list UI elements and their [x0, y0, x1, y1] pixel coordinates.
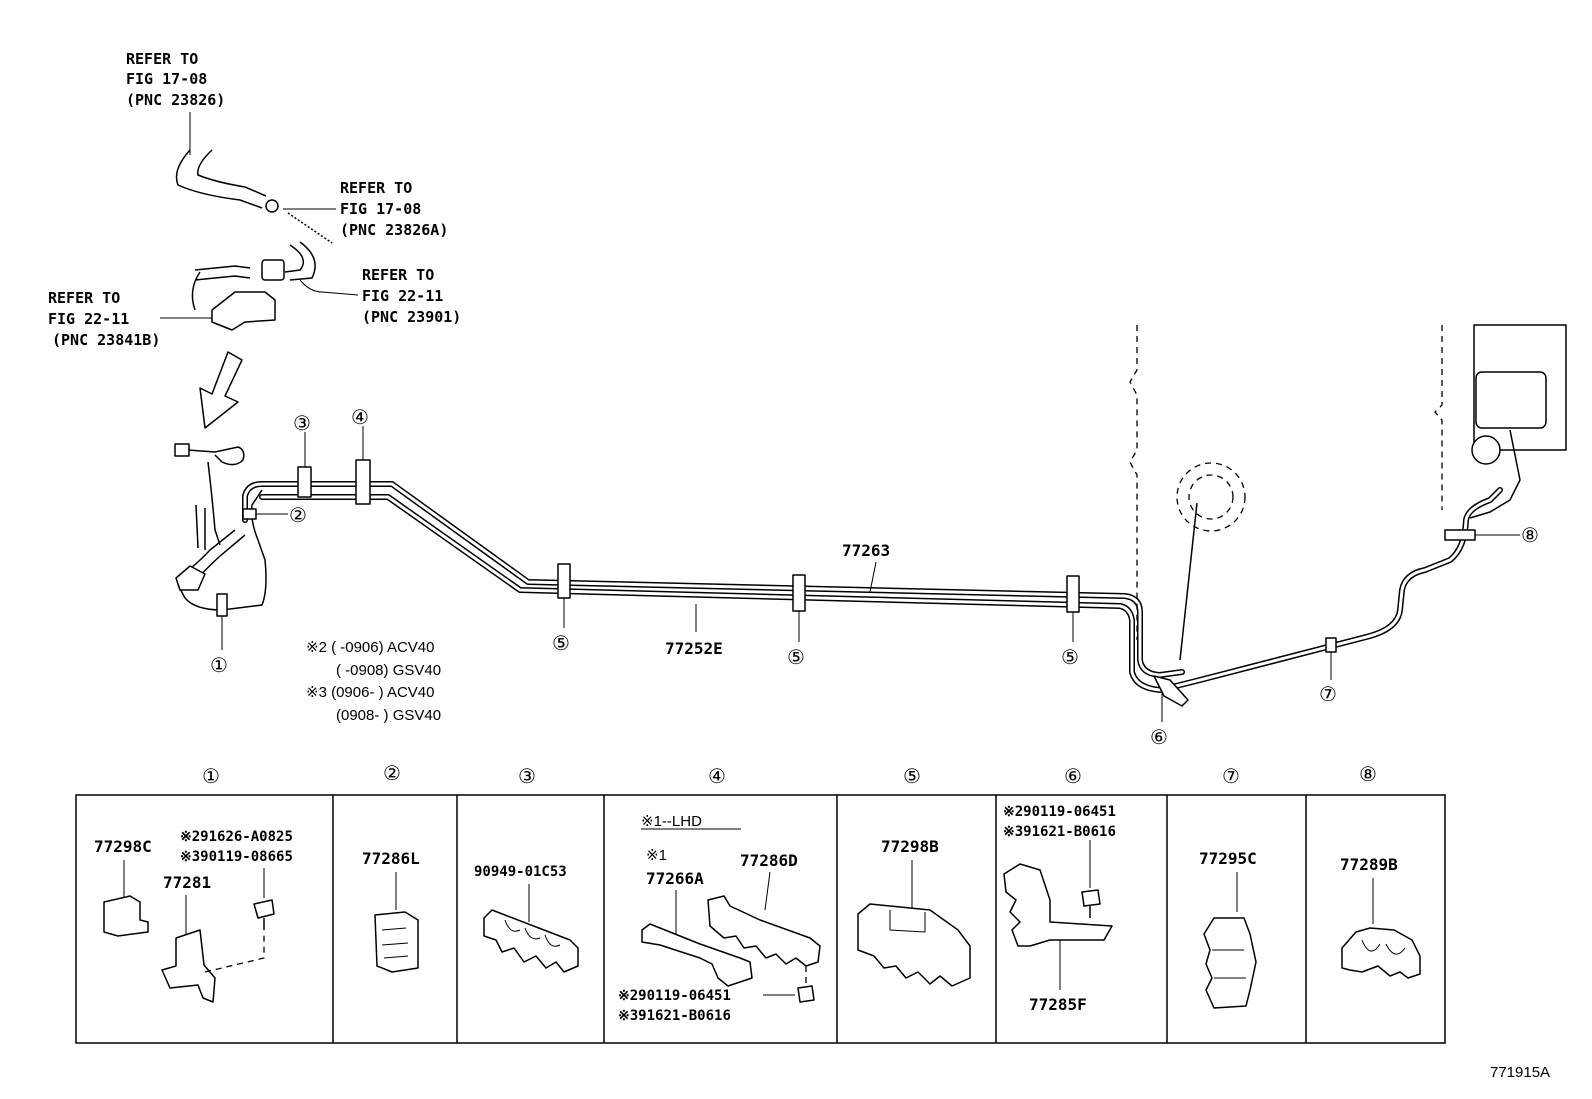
- callout-5-b: ⑤: [787, 611, 805, 669]
- fuel-pipe-77263: [242, 481, 1185, 678]
- svg-text:②: ②: [383, 761, 401, 785]
- svg-text:⑧: ⑧: [1521, 523, 1539, 547]
- table-cell-7: 77295C: [1199, 849, 1257, 1009]
- svg-text:REFER TO: REFER TO: [48, 289, 120, 307]
- label-77263: 77263: [842, 541, 890, 593]
- upper-hose-assembly: [160, 112, 359, 331]
- svg-text:⑦: ⑦: [1319, 682, 1337, 706]
- callout-8: ⑧: [1475, 523, 1539, 547]
- reference-note-pnc-23826a: REFER TO FIG 17-08 (PNC 23826A): [340, 179, 448, 239]
- svg-text:※290119-06451: ※290119-06451: [618, 988, 731, 1004]
- svg-text:⑤: ⑤: [1061, 645, 1079, 669]
- callout-5-c: ⑤: [1061, 612, 1079, 669]
- table-cell-1: 77298C 77281 ※291626-A0825 ※390119-08665: [94, 829, 293, 1003]
- svg-text:REFER TO: REFER TO: [126, 50, 198, 68]
- svg-text:④: ④: [708, 764, 726, 788]
- svg-text:REFER TO: REFER TO: [362, 266, 434, 284]
- callout-6: ⑥: [1150, 692, 1168, 749]
- table-cell-8: 77289B: [1340, 855, 1421, 979]
- table-cell-3: 90949-01C53: [474, 864, 579, 973]
- svg-text:※1--LHD: ※1--LHD: [641, 813, 702, 830]
- table-cell-4: ※1--LHD ※1 77266A 77286D ※290119-06451 ※…: [618, 813, 821, 1024]
- svg-text:77295C: 77295C: [1199, 849, 1257, 868]
- reference-note-pnc-23901: REFER TO FIG 22-11 (PNC 23901): [362, 266, 461, 326]
- svg-text:③: ③: [293, 411, 311, 435]
- svg-text:(PNC 23901): (PNC 23901): [362, 308, 461, 326]
- table-cell-6: ※290119-06451 ※391621-B0616 77285F: [1003, 804, 1116, 1014]
- svg-text:77298C: 77298C: [94, 837, 152, 856]
- table-cell-5: 77298B: [857, 837, 971, 987]
- svg-text:※3 (0906- ) ACV40: ※3 (0906- ) ACV40: [306, 684, 434, 701]
- figure-id: 771915A: [1490, 1064, 1550, 1081]
- svg-text:77289B: 77289B: [1340, 855, 1398, 874]
- svg-text:77252E: 77252E: [665, 639, 723, 658]
- svg-text:( -0908) GSV40: ( -0908) GSV40: [336, 662, 441, 679]
- parts-table: [75, 794, 1446, 1044]
- svg-text:(PNC 23841B): (PNC 23841B): [52, 331, 160, 349]
- callout-5-a: ⑤: [552, 598, 570, 655]
- svg-text:77286D: 77286D: [740, 851, 798, 870]
- label-77252e: 77252E: [665, 604, 723, 658]
- svg-text:77298B: 77298B: [881, 837, 939, 856]
- svg-text:①: ①: [202, 764, 220, 788]
- reference-note-pnc-23826: REFER TO FIG 17-08 (PNC 23826): [126, 50, 225, 109]
- svg-text:⑤: ⑤: [552, 631, 570, 655]
- callout-2: ②: [256, 503, 307, 527]
- svg-text:※391621-B0616: ※391621-B0616: [618, 1008, 731, 1024]
- svg-text:90949-01C53: 90949-01C53: [474, 864, 567, 880]
- svg-text:77263: 77263: [842, 541, 890, 560]
- svg-text:(PNC 23826): (PNC 23826): [126, 91, 225, 109]
- svg-text:FIG 22-11: FIG 22-11: [362, 287, 443, 305]
- svg-text:※391621-B0616: ※391621-B0616: [1003, 824, 1116, 840]
- applicability-notes: ※2 ( -0906) ACV40 ( -0908) GSV40 ※3 (090…: [306, 639, 441, 724]
- direction-arrow: [199, 351, 243, 429]
- svg-text:(0908- ) GSV40: (0908- ) GSV40: [336, 707, 441, 724]
- svg-text:77286L: 77286L: [362, 849, 420, 868]
- svg-text:⑤: ⑤: [787, 645, 805, 669]
- svg-text:※290119-06451: ※290119-06451: [1003, 804, 1116, 820]
- svg-text:③: ③: [518, 764, 536, 788]
- svg-text:77281: 77281: [163, 873, 211, 892]
- table-headers: ① ② ③ ④ ⑤ ⑥ ⑦ ⑧: [202, 761, 1377, 788]
- left-pipe-loops: [174, 443, 267, 611]
- table-cell-2: 77286L: [362, 849, 420, 973]
- svg-text:⑦: ⑦: [1222, 764, 1240, 788]
- callout-1: ①: [210, 616, 228, 677]
- svg-text:77266A: 77266A: [646, 869, 704, 888]
- svg-text:④: ④: [351, 405, 369, 429]
- svg-text:※2 ( -0906) ACV40: ※2 ( -0906) ACV40: [306, 639, 434, 656]
- svg-text:※1: ※1: [646, 847, 667, 864]
- svg-text:②: ②: [289, 503, 307, 527]
- callout-7: ⑦: [1319, 652, 1337, 706]
- svg-text:FIG 17-08: FIG 17-08: [340, 200, 421, 218]
- tank-outline: [1129, 324, 1567, 661]
- svg-text:⑤: ⑤: [903, 764, 921, 788]
- svg-text:⑧: ⑧: [1359, 762, 1377, 786]
- svg-text:①: ①: [210, 653, 228, 677]
- svg-text:⑥: ⑥: [1064, 764, 1082, 788]
- callout-4: ④: [351, 405, 369, 460]
- fuel-pipe-77252e: [259, 487, 1503, 693]
- svg-text:(PNC 23826A): (PNC 23826A): [340, 221, 448, 239]
- svg-text:※390119-08665: ※390119-08665: [180, 849, 293, 865]
- svg-text:77285F: 77285F: [1029, 995, 1087, 1014]
- svg-text:※291626-A0825: ※291626-A0825: [180, 829, 293, 845]
- svg-text:REFER TO: REFER TO: [340, 179, 412, 197]
- reference-note-pnc-23841b: REFER TO FIG 22-11 (PNC 23841B): [48, 289, 160, 349]
- svg-text:⑥: ⑥: [1150, 725, 1168, 749]
- svg-text:FIG 22-11: FIG 22-11: [48, 310, 129, 328]
- svg-text:FIG 17-08: FIG 17-08: [126, 70, 207, 88]
- callout-3: ③: [293, 411, 311, 467]
